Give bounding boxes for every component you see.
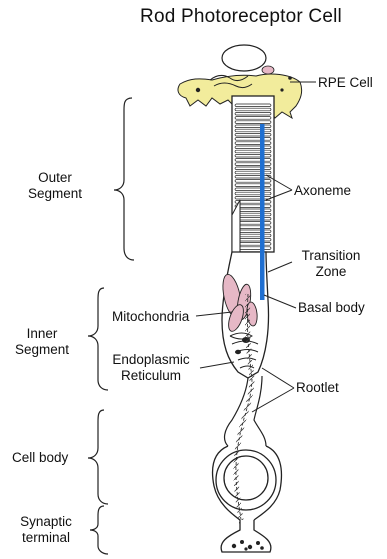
outer-segment-disc	[235, 133, 271, 136]
region-synaptic-terminal: Synaptic terminal	[4, 514, 88, 546]
outer-segment-disc	[235, 125, 271, 128]
region-outer-segment-line2: Segment	[10, 186, 100, 202]
outer-segment-disc	[235, 112, 271, 115]
outer-segment-disc	[235, 180, 271, 183]
label-rpe-cell: RPE Cell	[318, 75, 373, 91]
outer-segment-disc	[235, 184, 271, 187]
synaptic-terminal	[221, 520, 271, 552]
outer-segment-disc	[235, 159, 271, 162]
label-er-line2: Reticulum	[108, 368, 194, 384]
label-transition-zone: Transition Zone	[294, 248, 368, 280]
region-outer-segment-line1: Outer	[10, 170, 100, 186]
axoneme-fiber	[260, 124, 265, 300]
label-endoplasmic-reticulum: Endoplasmic Reticulum	[108, 352, 194, 384]
outer-segment-disc	[235, 150, 271, 153]
region-cell-body: Cell body	[12, 450, 68, 466]
outer-segment-disc	[235, 142, 271, 145]
region-inner-segment-line2: Segment	[0, 342, 84, 358]
label-mitochondria: Mitochondria	[112, 309, 189, 325]
outer-segment-disc	[235, 108, 271, 111]
region-braces	[88, 98, 134, 554]
outer-segment-disc	[235, 163, 271, 166]
outer-segment-disc	[235, 104, 271, 107]
label-er-line1: Endoplasmic	[108, 352, 194, 368]
outer-segment-disc	[235, 154, 271, 157]
region-inner-segment-line1: Inner	[0, 326, 84, 342]
label-axoneme: Axoneme	[294, 183, 351, 199]
label-rootlet: Rootlet	[296, 380, 339, 396]
region-synaptic-terminal-line2: terminal	[4, 530, 88, 546]
outer-segment-disc	[235, 146, 271, 149]
outer-segment-disc	[235, 171, 271, 174]
outer-segment-disc	[235, 175, 271, 178]
region-inner-segment: Inner Segment	[0, 326, 84, 358]
label-transition-zone-line1: Transition	[294, 248, 368, 264]
outer-segment-disc	[235, 117, 271, 120]
outer-segment-disc	[235, 167, 271, 170]
region-outer-segment: Outer Segment	[10, 170, 100, 202]
label-transition-zone-line2: Zone	[294, 264, 368, 280]
outer-segment-disc	[235, 196, 271, 199]
outer-segment-disc	[235, 188, 271, 191]
label-basal-body: Basal body	[298, 300, 365, 316]
outer-segment-disc	[235, 138, 271, 141]
outer-segment-disc	[235, 192, 271, 195]
region-synaptic-terminal-line1: Synaptic	[4, 514, 88, 530]
outer-segment-disc	[235, 121, 271, 124]
outer-segment-disc	[235, 129, 271, 132]
